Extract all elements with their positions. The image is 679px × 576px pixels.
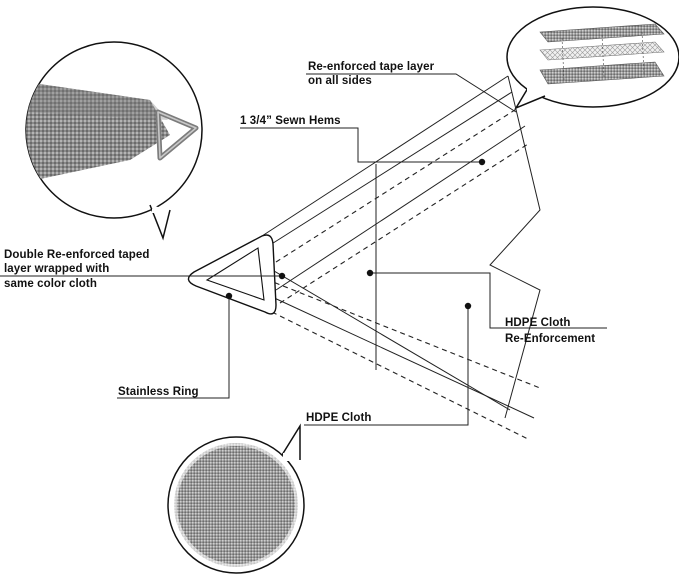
label-hdpe-cloth: HDPE Cloth <box>306 412 372 424</box>
sail-corner-drawing <box>188 76 540 440</box>
label-hdpe-reinforcement-line2: Re-Enforcement <box>505 333 595 345</box>
label-tape-layer-line2: on all sides <box>308 75 372 87</box>
label-double-line3: same color cloth <box>4 278 97 290</box>
cloth-detail-bubble <box>168 426 304 573</box>
corner-detail-bubble <box>26 42 202 238</box>
corner-patch <box>188 235 276 314</box>
label-tape-layer-line1: Re-enforced tape layer <box>308 61 435 73</box>
label-hdpe-reinforcement-line1: HDPE Cloth <box>505 317 571 329</box>
label-double-line1: Double Re-enforced taped <box>4 249 150 261</box>
layers-detail-bubble <box>507 7 679 108</box>
label-stainless-ring: Stainless Ring <box>118 386 199 398</box>
label-sewn-hems: 1 3/4” Sewn Hems <box>240 115 341 127</box>
hdpe-cloth-texture-icon <box>174 443 298 567</box>
label-double-line2: layer wrapped with <box>4 263 109 275</box>
